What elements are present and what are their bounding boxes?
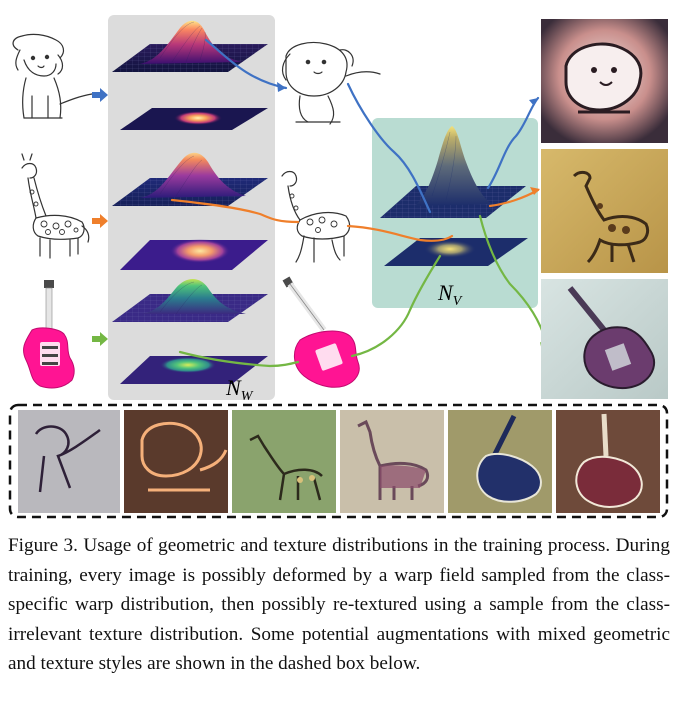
giraffe-warped-spots: [289, 193, 338, 233]
dog-sketch-warped: [281, 41, 381, 125]
texture-distribution-label: NV: [437, 280, 463, 309]
arrowhead-blue-1: [277, 82, 286, 92]
giraffe-spots: [29, 189, 79, 235]
augmentation-tile-6: [556, 410, 660, 513]
warp-distribution-label: NW: [225, 375, 254, 404]
figure-caption: Figure 3. Usage of geometric and texture…: [8, 535, 670, 674]
giraffe-sketch-warped: [281, 170, 351, 263]
flow-orange-texture-in: [346, 224, 454, 242]
augmentation-examples-box: [8, 403, 669, 519]
output-guitar-textured: [541, 279, 668, 399]
warp-distribution-giraffe: [112, 152, 268, 270]
flow-blue-warp: [204, 38, 288, 90]
flow-orange-warp: [170, 198, 300, 224]
warp-distribution-panel: [108, 15, 275, 400]
augmentation-tile-4: [340, 410, 444, 513]
augmentation-tile-3: [232, 410, 336, 513]
arrowhead-blue-2: [529, 98, 538, 106]
arrow-orange-icon: [92, 214, 108, 228]
dog-sketch-input: [12, 33, 93, 119]
arrow-green-icon: [92, 332, 108, 346]
flow-blue-texture-in: [346, 82, 432, 214]
flow-green-warp: [178, 350, 300, 368]
augmentation-tile-1: [18, 410, 120, 513]
output-dog-textured: [541, 19, 668, 143]
augmentation-tile-5: [448, 410, 552, 513]
arrowhead-orange-1: [530, 187, 540, 195]
guitar-image-input: [23, 280, 75, 389]
arrow-blue-icon: [92, 88, 108, 102]
augmentation-tile-2: [124, 410, 228, 513]
flow-green-texture-out: [478, 214, 548, 344]
output-giraffe-textured: [541, 149, 668, 273]
figure-3: NW NV: [8, 15, 669, 519]
texture-distribution: [380, 126, 528, 266]
warp-distribution-dog: [112, 20, 268, 130]
guitar-image-warped: [282, 276, 360, 388]
flow-blue-texture-out: [486, 96, 540, 190]
giraffe-sketch-input: [21, 153, 90, 259]
flow-green-texture-in: [350, 254, 442, 358]
